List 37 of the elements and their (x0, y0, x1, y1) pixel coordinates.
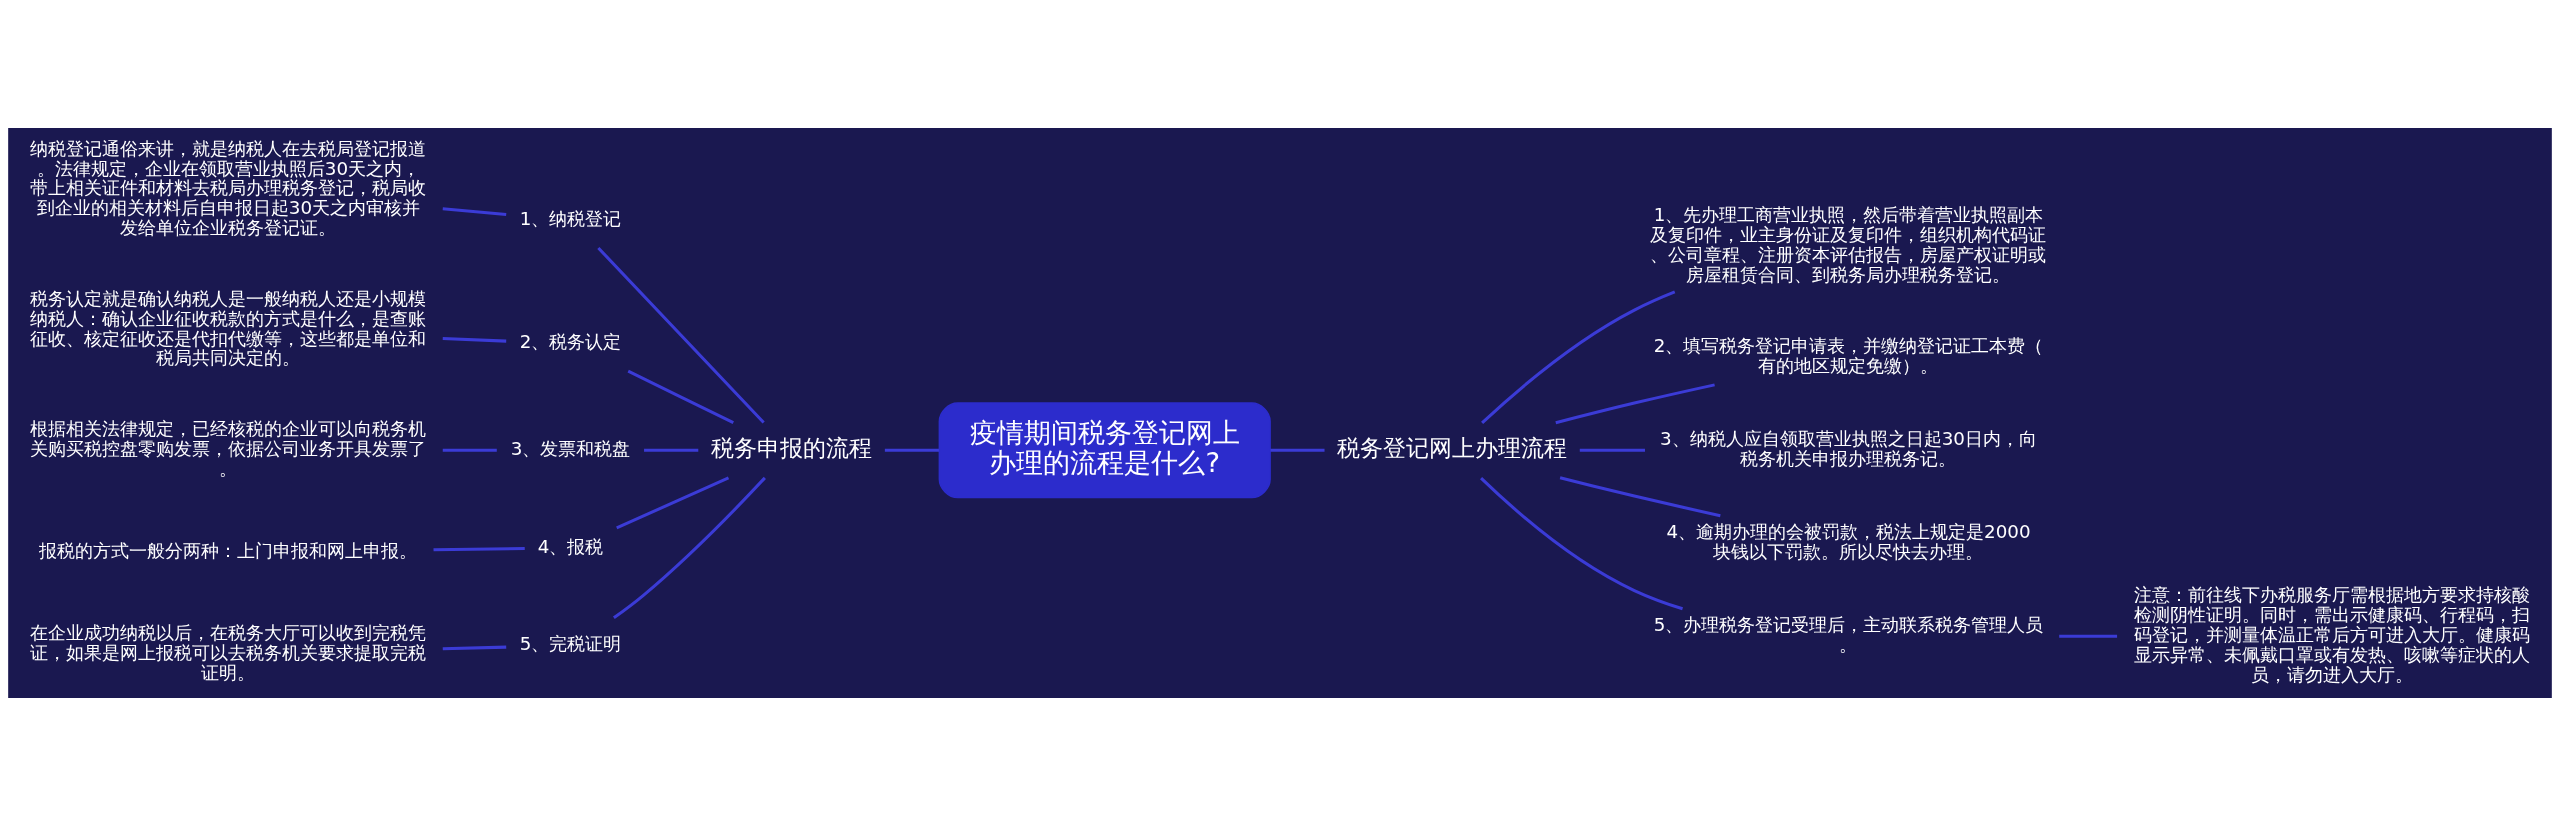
connector (442, 206, 507, 216)
connector (616, 475, 730, 529)
connector (627, 369, 734, 424)
node-text: 1、纳税登记 (519, 207, 622, 229)
connector (1579, 448, 1645, 452)
node-text: 2、填写税务登记申请表，并缴纳登记证工本费（有的地区规定免缴）。 (1653, 334, 2044, 376)
connector (442, 645, 507, 650)
node-text: 注意：前往线下办税服务厅需根据地方要求持核酸检测阴性证明。同时，需出示健康码、行程码，扫码登记，并测量体温正常后方可进入大厅。健康码显示异常、未佩戴口罩或有发热、咳嗽等症状的人员，请勿进入大厅。 (2133, 583, 2530, 685)
connector (1480, 476, 1684, 610)
node-text: 税务认定就是确认纳税人是一般纳税人还是小规模纳税人：确认企业征收税款的方式是什么，是查账征收、核定征收还是代扣代缴等，这些都是单位和税局共同决定的。 (30, 287, 427, 368)
node-box: 疫情期间税务登记网上办理的流程是什么? (938, 401, 1271, 498)
node-text: 3、纳税人应自领取营业执照之日起30日内，向税务机关申报办理税务记。 (1660, 427, 2037, 469)
node-text: 税务申报的流程 (711, 434, 873, 461)
node-text: 2、税务认定 (519, 330, 622, 352)
node-text: 税务登记网上办理流程 (1337, 434, 1568, 461)
connector (433, 546, 525, 551)
connector (644, 448, 699, 452)
node-text: 在企业成功纳税以后，在税务大厅可以收到完税凭证，如果是网上报税可以去税务机关要求提取完税证明。 (30, 621, 427, 683)
node-text: 4、逾期办理的会被罚款，税法上规定是2000块钱以下罚款。所以尽快去办理。 (1666, 520, 2031, 562)
node-text: 5、办理税务登记受理后，主动联系税务管理人员。 (1653, 613, 2044, 655)
node-text: 报税的方式一般分两种：上门申报和网上申报。 (39, 539, 418, 561)
node-text: 5、完税证明 (519, 632, 622, 654)
connector (597, 246, 765, 424)
node-text: 3、发票和税盘 (510, 437, 631, 459)
connector (1559, 475, 1721, 517)
connector (442, 448, 497, 452)
node-text: 1、先办理工商营业执照，然后带着营业执照副本及复印件，业主身份证及复印件，组织机构代码证、公司章程、注册资本评估报告，房屋产权证明或房屋租赁合同、到税务局办理税务登记。 (1650, 203, 2047, 285)
connector (612, 476, 766, 619)
connector (2059, 634, 2118, 638)
node-text: 纳税登记通俗来讲，就是纳税人在去税局登记报道。法律规定，企业在领取营业执照后30天之内，带上相关证件和材料去税局办理税务登记，税局收到企业的相关材料后自申报日起30天之内审核并发给单位企业税务登记证。 (30, 137, 427, 238)
connector (1270, 448, 1325, 452)
connector (442, 336, 507, 343)
connector (884, 448, 939, 452)
connector (1555, 382, 1715, 424)
node-text: 根据相关法律规定，已经核税的企业可以向税务机关购买税控盘零购发票，依据公司业务开具发票了。 (30, 417, 427, 479)
connector (1481, 290, 1676, 424)
node-text: 4、报税 (537, 535, 604, 557)
